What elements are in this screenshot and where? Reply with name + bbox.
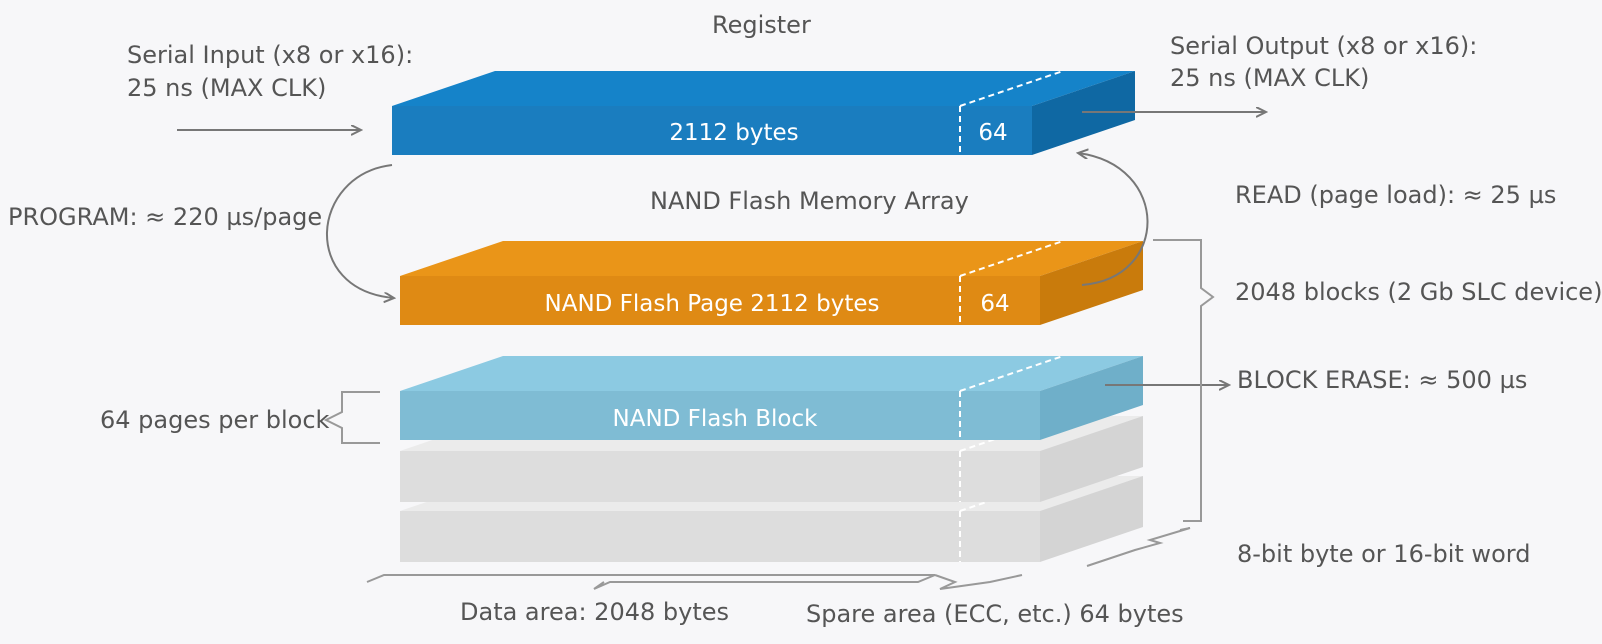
word-label: 8-bit byte or 16-bit word	[1237, 540, 1531, 568]
register-data-label: 2112 bytes	[669, 120, 798, 146]
program-arrow	[326, 164, 394, 298]
serial-input-line1: Serial Input (x8 or x16):	[127, 41, 414, 69]
page-data-label: NAND Flash Page 2112 bytes	[545, 291, 880, 317]
nand-flash-block-layer	[400, 355, 1143, 440]
pages-per-block-label: 64 pages per block	[100, 406, 330, 434]
spare-area-label: Spare area (ECC, etc.) 64 bytes	[806, 600, 1184, 628]
register-spare-label: 64	[978, 120, 1007, 146]
register-layer	[392, 70, 1135, 155]
word-brace	[1086, 527, 1191, 567]
serial-input-line2: 25 ns (MAX CLK)	[127, 74, 327, 102]
array-title: NAND Flash Memory Array	[650, 187, 969, 215]
data-area-brace	[366, 574, 936, 590]
read-label: READ (page load): ≈ 25 µs	[1235, 181, 1557, 209]
register-title: Register	[712, 11, 811, 39]
spare-area-brace	[934, 574, 1023, 590]
data-area-label: Data area: 2048 bytes	[460, 598, 729, 626]
blocks-brace	[1153, 239, 1215, 522]
page-spare-label: 64	[980, 291, 1009, 317]
block-erase-label: BLOCK ERASE: ≈ 500 µs	[1237, 366, 1528, 394]
read-arrow	[1078, 153, 1149, 286]
serial-output-line1: Serial Output (x8 or x16):	[1170, 32, 1478, 60]
program-label: PROGRAM: ≈ 220 µs/page	[8, 203, 323, 231]
serial-output-line2: 25 ns (MAX CLK)	[1170, 64, 1370, 92]
block-label: NAND Flash Block	[613, 406, 819, 432]
pages-per-block-brace	[323, 391, 380, 444]
blocks-label: 2048 blocks (2 Gb SLC device)	[1235, 278, 1602, 306]
